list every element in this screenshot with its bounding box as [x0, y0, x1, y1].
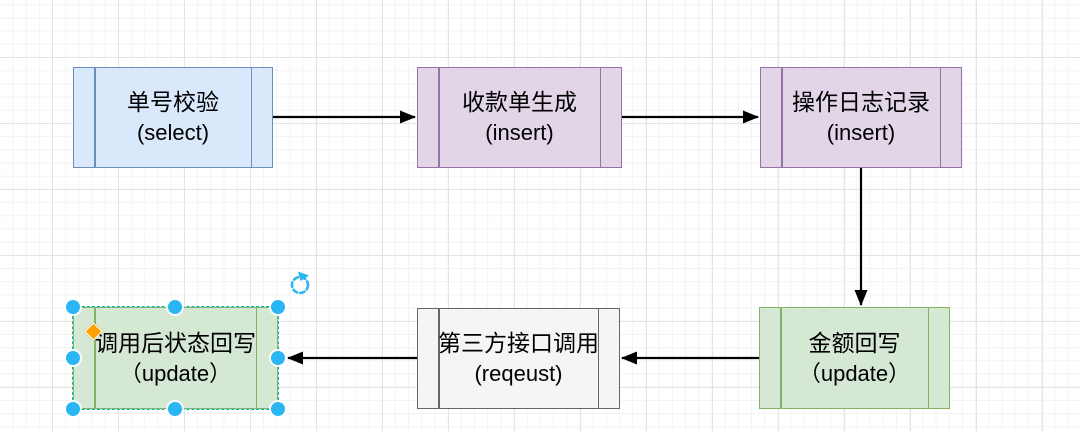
process-stripe-left	[780, 308, 782, 408]
node-subtitle: (reqeust)	[474, 361, 563, 386]
process-stripe-left	[94, 68, 96, 167]
selection-handle-nw[interactable]	[66, 300, 80, 314]
node-label: 金额回写 （update）	[799, 328, 910, 389]
process-stripe-left	[781, 68, 783, 167]
rotate-clockwise-icon[interactable]	[287, 271, 313, 297]
node-operation-log[interactable]: 操作日志记录 (insert)	[760, 67, 962, 168]
node-post-call-status-writeback[interactable]: 调用后状态回写 （update）	[73, 307, 278, 409]
process-stripe-right	[939, 68, 941, 167]
node-label: 第三方接口调用 (reqeust)	[438, 328, 599, 389]
node-title: 第三方接口调用	[438, 330, 599, 356]
node-title: 调用后状态回写	[95, 329, 256, 356]
process-stripe-right	[250, 68, 252, 167]
process-stripe-left	[438, 309, 440, 408]
process-stripe-left	[438, 68, 440, 167]
selection-handle-n[interactable]	[168, 300, 182, 314]
process-stripe-left	[94, 308, 96, 408]
selection-handle-sw[interactable]	[66, 402, 80, 416]
node-subtitle: (insert)	[826, 120, 896, 145]
node-title: 金额回写	[808, 329, 901, 356]
node-receipt-generation[interactable]: 收款单生成 (insert)	[417, 67, 622, 168]
selection-handle-ne[interactable]	[271, 300, 285, 314]
node-label: 单号校验 (select)	[127, 87, 219, 148]
selection-handle-e[interactable]	[271, 351, 285, 365]
node-order-number-validation[interactable]: 单号校验 (select)	[73, 67, 273, 168]
selection-handle-s[interactable]	[168, 402, 182, 416]
process-stripe-right	[599, 68, 601, 167]
node-label: 收款单生成 (insert)	[462, 87, 577, 148]
process-stripe-right	[255, 308, 257, 408]
node-amount-writeback[interactable]: 金额回写 （update）	[759, 307, 950, 409]
process-stripe-right	[597, 309, 599, 408]
node-label: 调用后状态回写 （update）	[95, 328, 256, 389]
node-subtitle: (select)	[136, 120, 210, 145]
node-title: 收款单生成	[462, 89, 577, 115]
process-stripe-right	[927, 308, 929, 408]
selection-handle-se[interactable]	[271, 402, 285, 416]
node-subtitle: (insert)	[485, 120, 554, 145]
node-title: 单号校验	[127, 89, 219, 115]
node-subtitle: （update）	[119, 360, 232, 386]
node-title: 操作日志记录	[792, 89, 930, 115]
node-third-party-api-call[interactable]: 第三方接口调用 (reqeust)	[417, 308, 620, 409]
node-subtitle: （update）	[798, 360, 911, 386]
node-label: 操作日志记录 (insert)	[792, 87, 930, 148]
selection-handle-w[interactable]	[66, 351, 80, 365]
